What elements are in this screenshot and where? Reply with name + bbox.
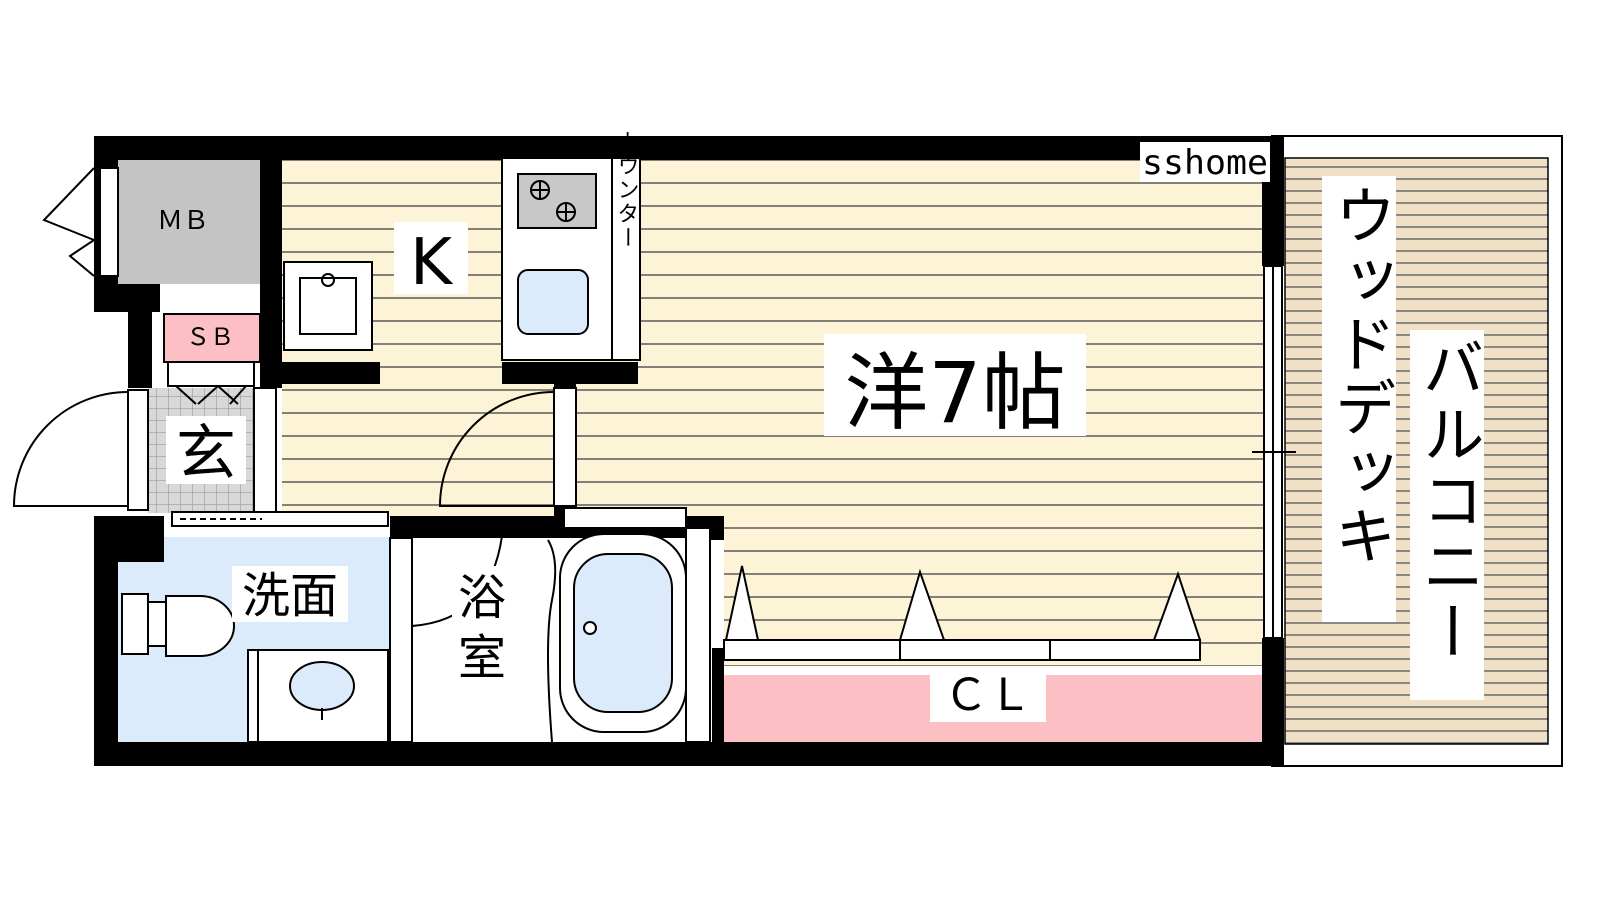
closet-label: ＣＬ — [944, 670, 1032, 721]
wood-deck-label: ウッドデッキ — [1324, 184, 1397, 568]
meter-box-door — [42, 167, 119, 277]
western-room-label: 洋7帖 — [844, 344, 1065, 442]
balcony-label-box: バルコニー — [1410, 330, 1485, 700]
bath-label-line1: 浴 — [458, 570, 506, 626]
watermark-text: sshome — [1142, 143, 1268, 183]
closet-label-box: ＣＬ — [930, 666, 1046, 722]
counter-label: カウンター — [614, 130, 639, 250]
bath-label-line2: 室 — [458, 630, 506, 686]
laundry-spot — [283, 261, 373, 351]
bath-label-box: 浴 室 — [452, 566, 512, 686]
washroom-label-box: 洗面 — [232, 566, 348, 624]
balcony-window — [1252, 265, 1296, 639]
wash-basin — [247, 649, 389, 743]
closet-doors — [723, 565, 1202, 661]
shoe-box-area — [164, 314, 260, 362]
kitchen-counter — [501, 157, 641, 361]
kitchen-label: K — [410, 226, 454, 300]
room-door — [438, 387, 577, 507]
balcony-label: バルコニー — [1412, 336, 1485, 666]
entrance-label-box: 玄 — [166, 416, 246, 489]
shoe-box-shelf — [163, 313, 277, 515]
wood-deck-label-box: ウッドデッキ — [1322, 176, 1397, 622]
washroom-label: 洗面 — [242, 568, 338, 624]
walls — [94, 136, 1284, 766]
meter-box-area — [118, 158, 260, 284]
watermark-box: sshome — [1140, 142, 1270, 183]
meter-box-label: ＭＢ — [157, 206, 209, 236]
bathtub — [559, 527, 711, 743]
toilet — [121, 593, 235, 657]
kitchen-label-box: K — [394, 222, 468, 300]
entrance-label: 玄 — [176, 419, 236, 489]
entrance-door — [12, 389, 149, 511]
entrance-step — [171, 511, 389, 527]
western-room-label-box: 洋7帖 — [824, 334, 1086, 442]
bath-partition — [389, 507, 687, 743]
shoe-box-label: ＳＢ — [186, 323, 234, 351]
